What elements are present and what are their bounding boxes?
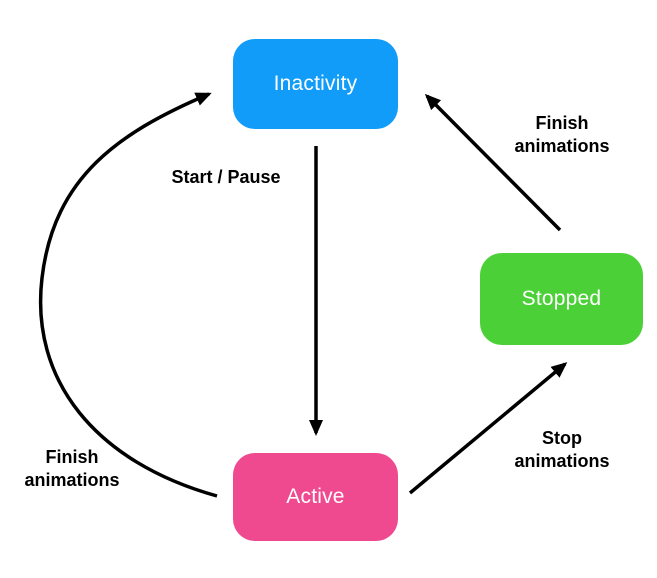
node-inactivity-label: Inactivity bbox=[273, 72, 358, 95]
node-stopped-label: Stopped bbox=[521, 287, 602, 310]
node-stopped: Stopped bbox=[480, 253, 643, 345]
edge-label-finish-animations-left: Finish animations bbox=[24, 447, 120, 490]
node-active: Active bbox=[233, 453, 398, 541]
edge-label-finish-animations-top: Finish animations bbox=[514, 113, 610, 156]
arrow-stopped-to-inactivity bbox=[424, 93, 562, 232]
node-inactivity: Inactivity bbox=[233, 39, 398, 129]
edge-label-start-pause: Start / Pause bbox=[171, 167, 281, 187]
node-active-label: Active bbox=[286, 485, 345, 508]
edge-label-stop-animations: Stop animations bbox=[514, 428, 610, 471]
arrow-active-to-stopped bbox=[408, 362, 568, 495]
arrow-active-to-inactivity-curve bbox=[38, 92, 218, 498]
